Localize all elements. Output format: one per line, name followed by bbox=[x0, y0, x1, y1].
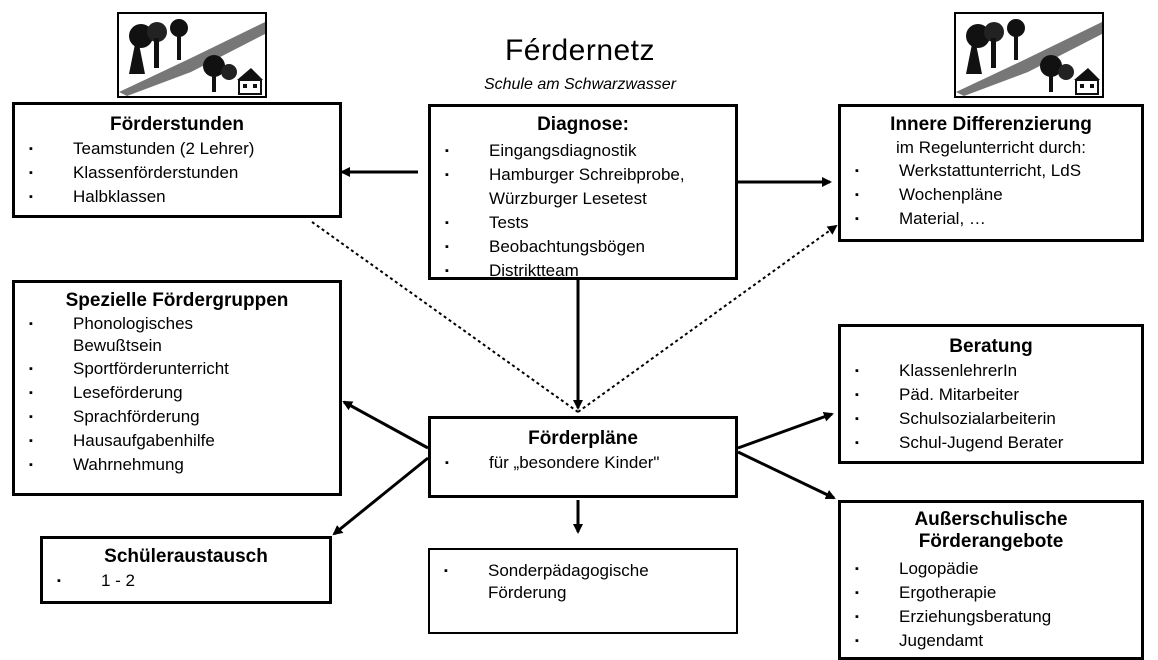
box-ausserschulische-foerderangebote: Außerschulische Förderangebote Logopädie… bbox=[838, 500, 1144, 660]
box-title: Schüleraustausch bbox=[104, 546, 268, 567]
list-item: Eingangsdiagnostik bbox=[431, 139, 735, 163]
list-item: Ergotherapie bbox=[841, 581, 1141, 605]
list-item: Wahrnehmung bbox=[15, 453, 339, 477]
item-list: Phonologisches Bewußtsein Sportförderunt… bbox=[15, 313, 339, 477]
item-list: Eingangsdiagnostik Hamburger Schreibprob… bbox=[431, 139, 735, 283]
box-schueleraustausch: Schüleraustausch 1 - 2 bbox=[40, 536, 332, 604]
list-item: Klassenförderstunden bbox=[15, 161, 339, 185]
item-list: Sonderpädagogische Förderung bbox=[430, 560, 736, 604]
box-spezielle-foerdergruppen: Spezielle Fördergruppen Phonologisches B… bbox=[12, 280, 342, 496]
list-item: KlassenlehrerIn bbox=[841, 359, 1141, 383]
box-innere-differenzierung: Innere Differenzierung im Regelunterrich… bbox=[838, 104, 1144, 242]
list-item: Hamburger Schreibprobe, Würzburger Leset… bbox=[431, 163, 735, 211]
box-title: Spezielle Fördergruppen bbox=[65, 290, 289, 311]
list-item: Tests bbox=[431, 211, 735, 235]
item-list: Logopädie Ergotherapie Erziehungsberatun… bbox=[841, 557, 1141, 653]
list-item: Werkstattunterricht, LdS bbox=[841, 159, 1141, 183]
school-logo-right bbox=[954, 12, 1104, 98]
box-title: Außerschulische Förderangebote bbox=[914, 509, 1068, 552]
box-subtitle: im Regelunterricht durch: bbox=[896, 138, 1086, 157]
box-title: Diagnose: bbox=[537, 114, 629, 135]
list-item: Teamstunden (2 Lehrer) bbox=[15, 137, 339, 161]
list-item: Logopädie bbox=[841, 557, 1141, 581]
list-item: Hausaufgabenhilfe bbox=[15, 429, 339, 453]
list-item: Material, … bbox=[841, 207, 1141, 231]
list-item: Päd. Mitarbeiter bbox=[841, 383, 1141, 407]
list-item: Sportförderunterricht bbox=[15, 357, 339, 381]
list-item: Sonderpädagogische Förderung bbox=[430, 560, 736, 604]
school-logo-left bbox=[117, 12, 267, 98]
box-beratung: Beratung KlassenlehrerIn Päd. Mitarbeite… bbox=[838, 324, 1144, 464]
page-subtitle: Schule am Schwarzwasser bbox=[483, 76, 677, 93]
item-list: 1 - 2 bbox=[43, 569, 329, 593]
box-title: Innere Differenzierung bbox=[890, 114, 1092, 135]
list-item: Sprachförderung bbox=[15, 405, 339, 429]
item-list: für „besondere Kinder" bbox=[431, 451, 735, 475]
list-item: Distriktteam bbox=[431, 259, 735, 283]
list-item: 1 - 2 bbox=[43, 569, 329, 593]
list-item: Leseförderung bbox=[15, 381, 339, 405]
page-title: Férdernetz bbox=[504, 34, 656, 67]
box-foerderplaene: Förderpläne für „besondere Kinder" bbox=[428, 416, 738, 498]
item-list: Werkstattunterricht, LdS Wochenpläne Mat… bbox=[841, 159, 1141, 231]
list-item: Halbklassen bbox=[15, 185, 339, 209]
box-title: Förderpläne bbox=[528, 428, 638, 449]
item-list: KlassenlehrerIn Päd. Mitarbeiter Schulso… bbox=[841, 359, 1141, 455]
box-diagnose: Diagnose: Eingangsdiagnostik Hamburger S… bbox=[428, 104, 738, 283]
list-item: Erziehungsberatung bbox=[841, 605, 1141, 629]
list-item: Schul-Jugend Berater bbox=[841, 431, 1141, 455]
box-title: Förderstunden bbox=[109, 114, 245, 135]
box-sonderpaedagogische-foerderung: Sonderpädagogische Förderung bbox=[428, 548, 738, 634]
list-item: für „besondere Kinder" bbox=[431, 451, 735, 475]
list-item: Beobachtungsbögen bbox=[431, 235, 735, 259]
list-item: Wochenpläne bbox=[841, 183, 1141, 207]
list-item: Jugendamt bbox=[841, 629, 1141, 653]
list-item: Schulsozialarbeiterin bbox=[841, 407, 1141, 431]
box-foerderstunden: Förderstunden Teamstunden (2 Lehrer) Kla… bbox=[12, 102, 342, 218]
list-item: Phonologisches Bewußtsein bbox=[15, 313, 339, 357]
item-list: Teamstunden (2 Lehrer) Klassenförderstun… bbox=[15, 137, 339, 209]
box-title: Beratung bbox=[949, 336, 1033, 357]
